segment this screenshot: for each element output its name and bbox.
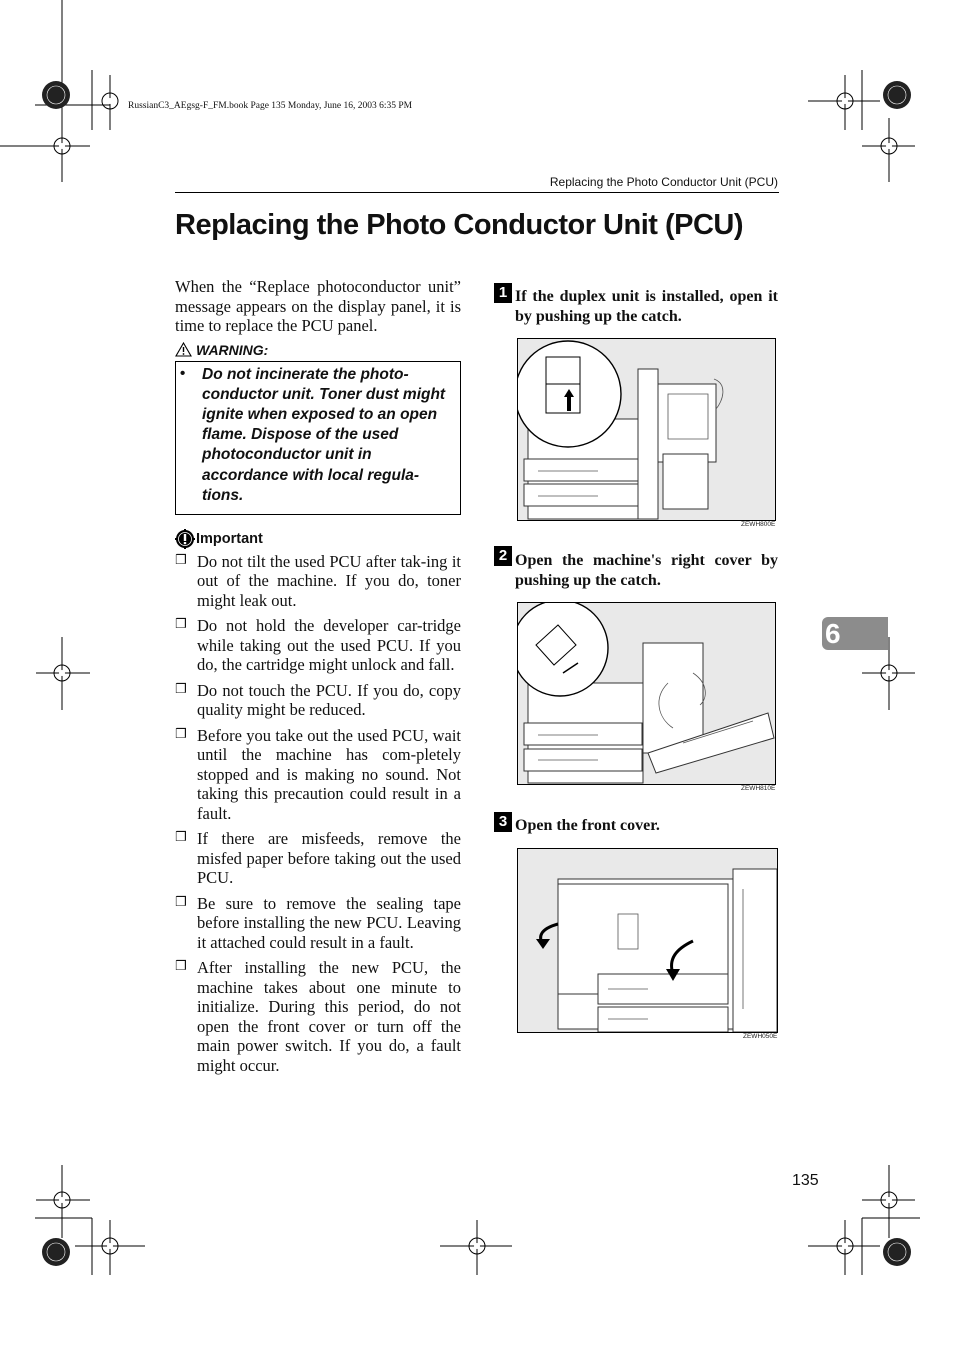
step-number: 1 [494, 283, 512, 303]
important-heading: Important [175, 528, 461, 549]
note-text: Be sure to remove the sealing tape befor… [197, 893, 461, 952]
list-item: ❒ After installing the new PCU, the machi… [175, 958, 461, 1075]
checkbox-icon: ❒ [175, 959, 187, 975]
step-number: 2 [494, 546, 512, 566]
list-item: ❒ Be sure to remove the sealing tape befo… [175, 894, 461, 953]
step-text: Open the machine's right cover by pushin… [515, 552, 778, 589]
step-2-illustration [517, 602, 776, 785]
note-text: Do not touch the PCU. If you do, copy qu… [197, 680, 461, 720]
page-number: 135 [792, 1172, 819, 1189]
note-text: Do not tilt the used PCU after tak-ing i… [197, 551, 461, 610]
step-text: Open the front cover. [515, 817, 660, 834]
page-title: Replacing the Photo Conductor Unit (PCU) [175, 209, 744, 241]
step-number: 3 [494, 812, 512, 832]
list-item: ❒ If there are misfeeds, remove the misfe… [175, 829, 461, 888]
intro-paragraph: When the “Replace photoconductor unit” m… [175, 277, 461, 335]
list-item: ❒ Do not touch the PCU. If you do, copy q… [175, 681, 461, 720]
warning-box: • Do not incinerate the photo-conductor … [175, 360, 461, 515]
right-cover-drawing [518, 603, 775, 784]
note-text: Before you take out the used PCU, wait u… [197, 725, 461, 823]
warning-text: Do not incinerate the photo-conductor un… [202, 365, 446, 504]
front-cover-drawing [518, 849, 777, 1032]
important-icon [175, 528, 195, 549]
warning-bullet: • [180, 364, 186, 382]
list-item: ❒ Do not hold the developer car-tridge wh… [175, 616, 461, 675]
print-info: RussianC3_AEgsg-F_FM.book Page 135 Monda… [128, 101, 413, 111]
note-text: If there are misfeeds, remove the misfed… [197, 829, 461, 888]
list-item: ❒ Before you take out the used PCU, wait … [175, 726, 461, 824]
figure-code: ZEWH050E [743, 1033, 778, 1040]
list-item: ❒ Do not tilt the used PCU after tak-ing … [175, 552, 461, 611]
figure-code: ZEWH800E [741, 521, 776, 528]
step-3-illustration [517, 848, 778, 1033]
important-notes: ❒ Do not tilt the used PCU after tak-ing … [175, 552, 461, 1076]
warning-heading: WARNING: [175, 342, 461, 358]
important-label: Important [196, 530, 263, 547]
header-rule [175, 192, 779, 193]
checkbox-icon: ❒ [175, 830, 187, 846]
checkbox-icon: ❒ [175, 617, 187, 633]
step-1-illustration [517, 338, 776, 521]
chapter-tab: 6 [822, 617, 888, 650]
left-column: When the “Replace photoconductor unit” m… [175, 277, 461, 1081]
checkbox-icon: ❒ [175, 894, 187, 910]
step-text: If the duplex unit is installed, open it… [515, 288, 778, 325]
figure-code: ZEWH810E [741, 785, 776, 792]
running-header: Replacing the Photo Conductor Unit (PCU) [549, 175, 778, 189]
warning-triangle-icon [175, 342, 192, 357]
checkbox-icon: ❒ [175, 726, 187, 742]
note-text: Do not hold the developer car-tridge whi… [197, 616, 461, 675]
duplex-unit-drawing [518, 339, 775, 520]
note-text: After installing the new PCU, the machin… [197, 958, 461, 1075]
checkbox-icon: ❒ [175, 681, 187, 697]
warning-label: WARNING: [196, 341, 269, 358]
checkbox-icon: ❒ [175, 552, 187, 568]
